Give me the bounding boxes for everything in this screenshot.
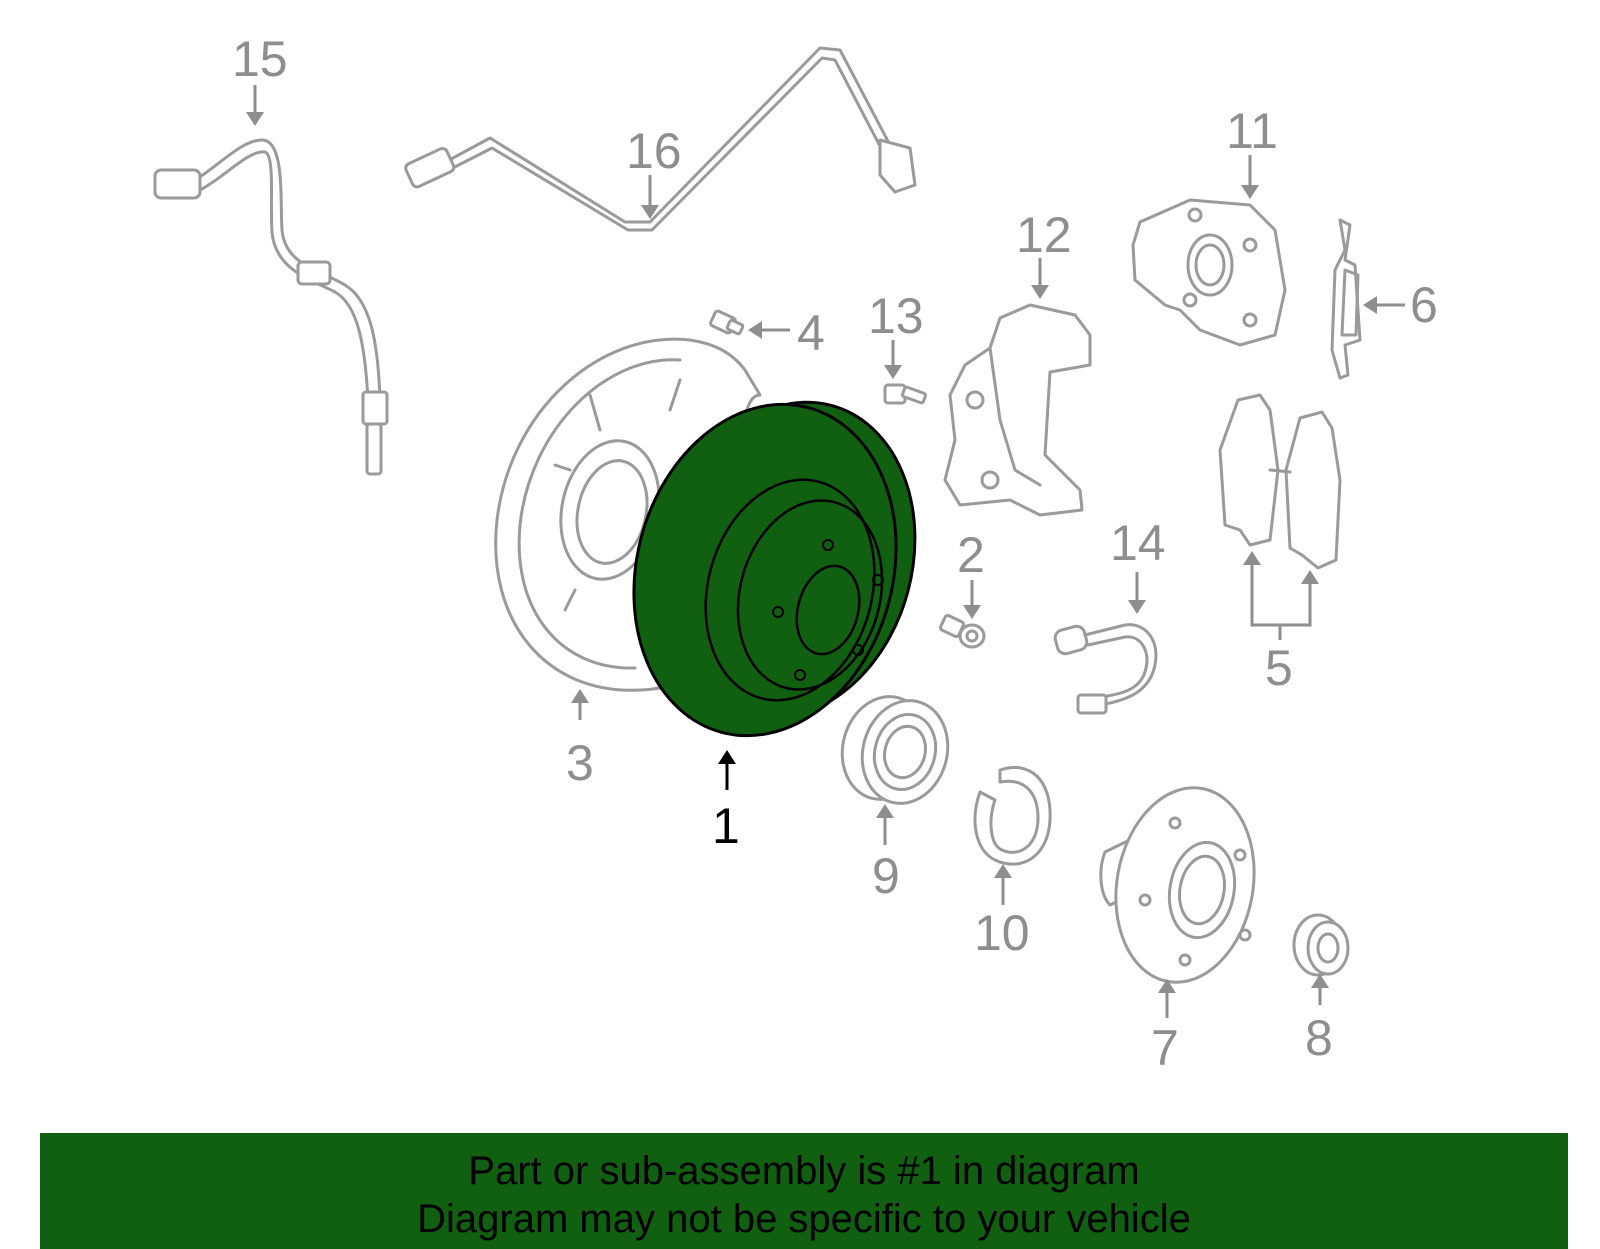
part-13-bolt[interactable] (883, 383, 927, 405)
callout-13: 13 (868, 288, 924, 344)
callout-11: 11 (1226, 103, 1278, 159)
callout-15: 15 (232, 31, 288, 87)
callout-12: 12 (1016, 207, 1072, 263)
callout-7: 7 (1151, 1020, 1179, 1076)
part-5-brake-pads[interactable] (1218, 393, 1342, 570)
part-2-bolt[interactable] (939, 614, 986, 649)
callout-3: 3 (566, 735, 594, 791)
callout-6: 6 (1410, 277, 1438, 333)
part-6-spring-clip[interactable] (1330, 218, 1362, 380)
part-8-hub-nut[interactable] (1292, 913, 1350, 977)
callout-4: 4 (797, 305, 825, 361)
part-16-sensor-lead[interactable] (404, 46, 917, 232)
callout-9: 9 (872, 848, 900, 904)
callout-10: 10 (974, 905, 1030, 961)
callout-2: 2 (957, 527, 985, 583)
leader-arrows (246, 85, 1405, 1018)
callout-16: 16 (626, 123, 682, 179)
part-15-brake-hose[interactable] (153, 138, 389, 476)
callout-5: 5 (1265, 640, 1293, 696)
part-10-snap-ring[interactable] (973, 765, 1052, 866)
part-1-brake-rotor[interactable] (598, 374, 949, 766)
part-11-caliper[interactable] (1131, 198, 1287, 347)
part-7-wheel-hub[interactable] (1099, 777, 1269, 994)
callout-8: 8 (1305, 1010, 1333, 1066)
callout-1: 1 (712, 798, 740, 854)
callout-14: 14 (1110, 515, 1166, 571)
banner-line-disclaimer: Diagram may not be specific to your vehi… (417, 1197, 1191, 1241)
part-3-dust-shield[interactable] (494, 337, 762, 692)
part-14-wear-sensor[interactable] (1053, 623, 1158, 715)
banner-line-part: Part or sub-assembly is #1 in diagram (468, 1149, 1140, 1193)
part-9-wheel-bearing[interactable] (831, 687, 959, 813)
part-12-caliper-carrier[interactable] (943, 303, 1092, 517)
part-4-screw[interactable] (709, 309, 745, 336)
info-banner: Part or sub-assembly is #1 in diagram Di… (40, 1133, 1568, 1249)
